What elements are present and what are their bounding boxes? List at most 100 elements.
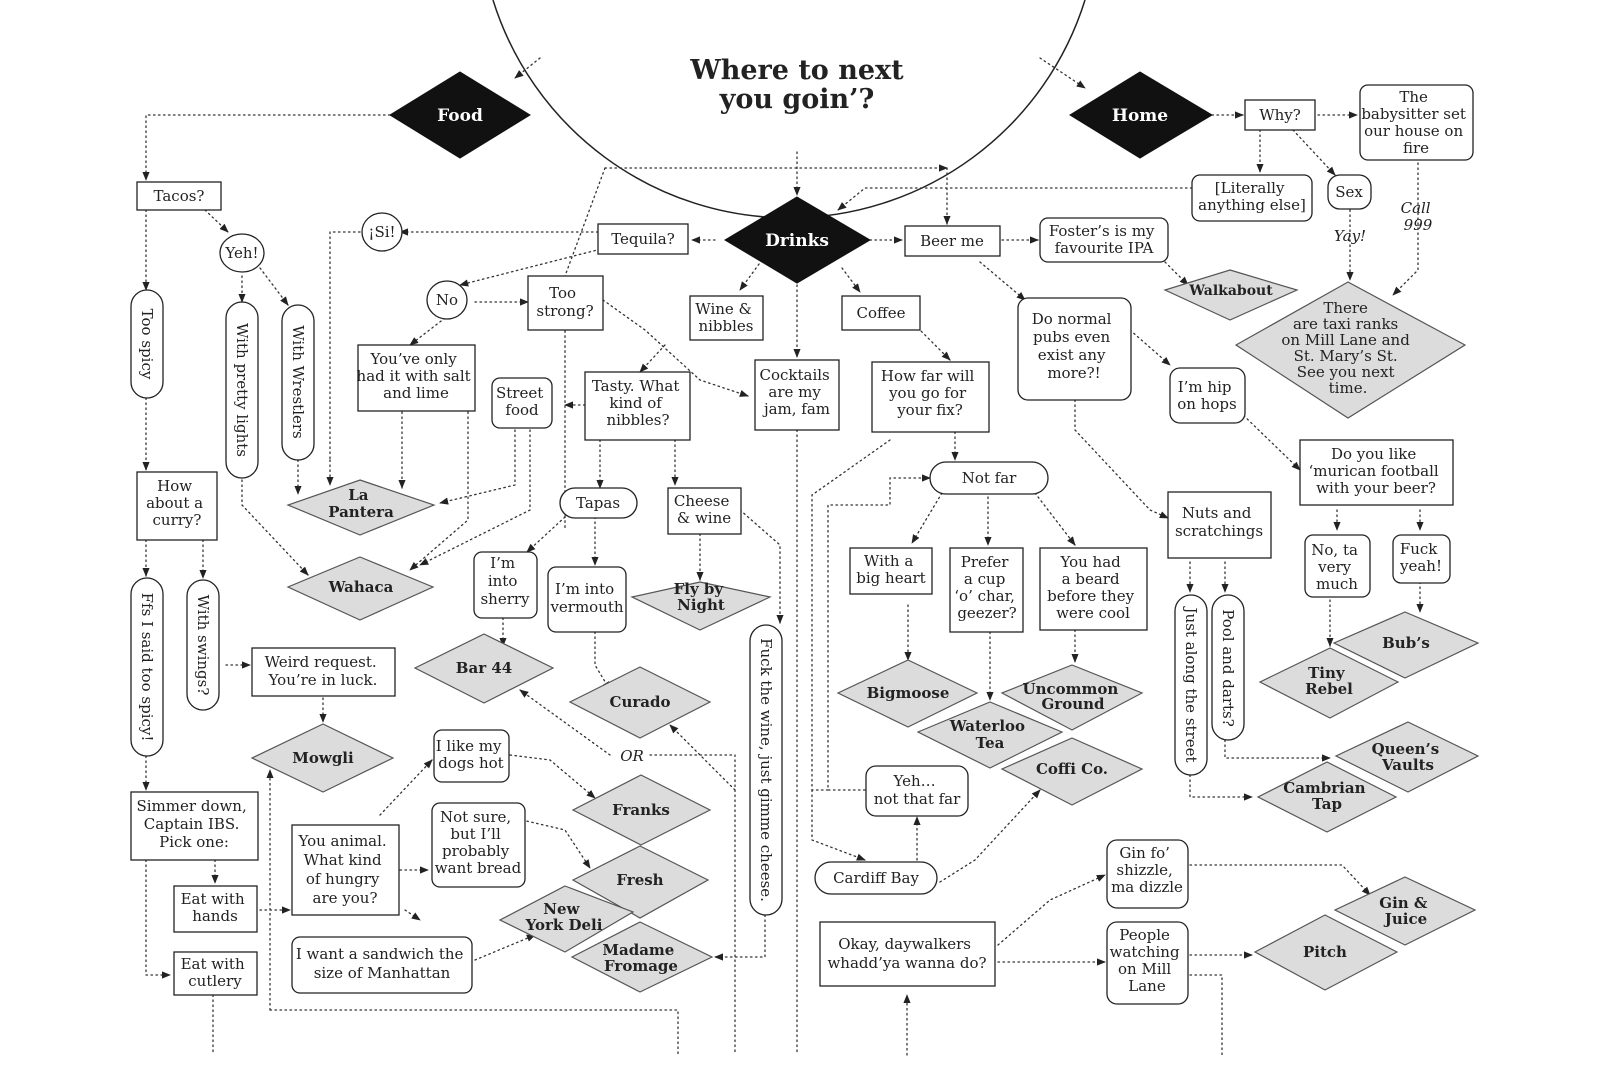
node-why[interactable]: Why? [1244,99,1316,131]
svg-text:There are taxi ranks: There are taxi ranks on Mill Lane and St… [1281,299,1414,397]
node-curry[interactable]: How about a curry? [136,471,218,541]
node-people-watching[interactable]: People watching on Mill Lane [1106,921,1189,1005]
dest-taxi-ranks[interactable]: There are taxi ranks on Mill Lane and St… [1234,281,1467,419]
node-tacos[interactable]: Tacos? [136,181,222,211]
node-daywalkers[interactable]: Okay, daywalkers whadd’ya wanna do? [819,921,996,987]
node-babysitter[interactable]: The babysitter set our house on fire [1359,84,1474,161]
hub-food[interactable]: Food [389,71,531,159]
node-sherry[interactable]: I’m into sherry [473,551,538,619]
node-how-far[interactable]: How far will you go for your fix? [871,361,990,433]
node-cocktails[interactable]: Cocktails are my jam, fam [754,359,840,431]
dest-bigmoose[interactable]: Bigmoose [836,659,979,728]
dest-bar-44[interactable]: Bar 44 [413,633,555,704]
dest-madame-fromage[interactable]: Madame Fromage [570,921,714,993]
node-tequila[interactable]: Tequila? [597,223,689,255]
node-ffs-too-spicy[interactable]: Ffs I said too spicy! [130,577,164,757]
node-along-street[interactable]: Just along the street [1174,594,1208,776]
node-nuts[interactable]: Nuts and scratchings [1167,491,1272,559]
node-yeh-not-far[interactable]: Yeh… not that far [865,765,969,817]
svg-text:Fuck yeah!: Fuck yeah! [1399,540,1442,575]
svg-text:How about a curry?: How about a curry? [146,477,208,529]
hub-home[interactable]: Home [1069,71,1213,159]
node-eat-with-cutlery[interactable]: Eat with cutlery [173,951,258,996]
dest-curado[interactable]: Curado [568,666,712,739]
node-with-wrestlers[interactable]: With Wrestlers [281,304,315,461]
dest-fly-by-night[interactable]: Fly by Night [630,580,772,631]
svg-text:Ffs I said too spicy!: Ffs I said too spicy! [138,593,156,742]
node-hip-hops[interactable]: I’m hip on hops [1169,367,1246,424]
node-fosters[interactable]: Foster’s is my favourite IPA [1039,217,1169,263]
svg-text:With pretty lights: With pretty lights [233,323,251,457]
dest-tiny-rebel[interactable]: Tiny Rebel [1258,647,1400,719]
dest-uncommon-ground[interactable]: Uncommon Ground [1000,664,1144,731]
dest-mowgli[interactable]: Mowgli [250,723,395,793]
dest-new-york-deli[interactable]: New York Deli [498,885,635,953]
node-wine-nibbles[interactable]: Wine & nibbles [689,295,764,341]
node-sandwich[interactable]: I want a sandwich the size of Manhattan [291,936,473,994]
dest-wahaca[interactable]: Wahaca [286,556,435,621]
dest-gin-and-juice[interactable]: Gin & Juice [1333,876,1477,946]
node-dogs-hot[interactable]: I like my dogs hot [433,729,510,783]
svg-text:Coffee: Coffee [857,304,906,322]
svg-text:With Wrestlers: With Wrestlers [289,325,307,438]
dest-fresh[interactable]: Fresh [571,845,710,919]
dest-franks[interactable]: Franks [571,774,712,846]
node-too-strong[interactable]: Too strong? [527,275,604,331]
dest-queens-vaults[interactable]: Queen’s Vaults [1334,721,1480,793]
node-cheese-wine[interactable]: Cheese & wine [667,487,742,535]
node-big-heart[interactable]: With a big heart [849,547,933,595]
node-simmer-down[interactable]: Simmer down, Captain IBS. Pick one: [130,791,259,861]
dest-coffi-co[interactable]: Coffi Co. [1000,737,1144,806]
node-sex[interactable]: Sex [1327,174,1372,210]
node-beer-me[interactable]: Beer me [904,225,1001,257]
svg-text:Eat with cutlery: Eat with cutlery [181,955,250,990]
svg-text:Beer me: Beer me [920,232,984,250]
node-gin-fo-shizzle[interactable]: Gin fo’ shizzle, ma dizzle [1106,839,1189,909]
node-coffee[interactable]: Coffee [841,295,921,331]
node-eat-with-hands[interactable]: Eat with hands [173,885,258,933]
node-with-pretty-lights[interactable]: With pretty lights [225,301,259,479]
node-cup-char[interactable]: Prefer a cup ‘o’ char, geezer? [949,547,1024,633]
svg-text:Tequila?: Tequila? [611,230,675,248]
node-fuck-yeah[interactable]: Fuck yeah! [1392,534,1451,584]
node-si[interactable]: ¡Si! [361,212,403,252]
node-weird-request[interactable]: Weird request. You’re in luck. [251,647,396,697]
dest-bubs[interactable]: Bub’s [1332,611,1480,679]
svg-text:With swings?: With swings? [194,595,212,696]
svg-text:[Literally anything else: [Literally anything else] [1198,179,1306,214]
hub-drinks[interactable]: Drinks [724,196,871,284]
svg-text:Tapas: Tapas [576,494,620,512]
node-murican-football[interactable]: Do you like ‘murican football with your … [1299,439,1454,506]
dest-la-pantera[interactable]: La Pantera [286,479,436,536]
node-cardiff-bay[interactable]: Cardiff Bay [814,861,938,895]
node-pool-darts[interactable]: Pool and darts? [1211,594,1245,741]
node-fuck-the-wine[interactable]: Fuck the wine, just gimme cheese. [749,624,783,916]
svg-text:Cambrian Tap: Cambrian Tap [1283,779,1370,813]
svg-text:Uncommon Ground: Uncommon Ground [1022,680,1123,713]
dest-walkabout[interactable]: Walkabout [1163,269,1299,321]
node-beard[interactable]: You had a beard before they were cool [1039,547,1148,631]
svg-text:Not sure, but I’ll: Not sure, but I’ll probably want bread [435,808,522,877]
node-yeh[interactable]: Yeh! [219,233,265,273]
node-literally-anything-else[interactable]: [Literally anything else] [1191,174,1313,222]
node-no-ta[interactable]: No, ta very much [1304,534,1371,598]
node-not-far[interactable]: Not far [929,461,1049,495]
node-normal-pubs[interactable]: Do normal pubs even exist any more?! [1017,297,1132,401]
node-street-food[interactable]: Street food [491,377,553,429]
svg-text:Walkabout: Walkabout [1188,283,1273,299]
node-no[interactable]: No [426,280,468,320]
dest-pitch[interactable]: Pitch [1253,914,1399,991]
node-with-swings[interactable]: With swings? [186,579,220,711]
node-salt-lime[interactable]: You’ve only had it with salt and lime [357,344,476,412]
node-tapas[interactable]: Tapas [559,487,638,519]
dest-waterloo-tea[interactable]: Waterloo Tea [916,701,1064,769]
node-too-spicy[interactable]: Too spicy [130,289,164,399]
svg-text:La Pantera: La Pantera [328,486,394,521]
svg-text:Franks: Franks [612,801,670,819]
node-vermouth[interactable]: I’m into vermouth [547,566,627,633]
node-not-sure-bread[interactable]: Not sure, but I’ll probably want bread [431,802,526,888]
dest-cambrian-tap[interactable]: Cambrian Tap [1256,761,1398,833]
node-you-animal[interactable]: You animal. What kind of hungry are you? [291,824,400,916]
hub-food-label: Food [437,106,483,126]
node-tasty-nibbles[interactable]: Tasty. What kind of nibbles? [584,371,691,441]
